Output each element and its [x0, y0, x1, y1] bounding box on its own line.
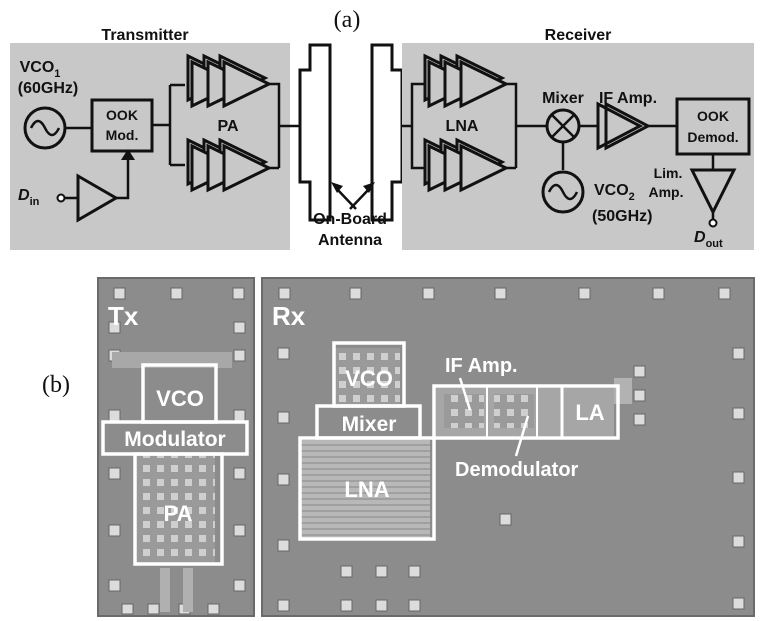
tx-vco-label: VCO1	[20, 59, 61, 80]
limiting-amp-triangle	[689, 168, 737, 216]
arrow-icon	[121, 149, 135, 160]
wire	[116, 151, 130, 200]
rx-vco-freq: (50GHz)	[592, 208, 652, 225]
tx-vco-freq: (60GHz)	[18, 80, 78, 97]
multiply-icon	[551, 114, 575, 138]
din-terminal	[56, 193, 66, 203]
sine-icon	[29, 119, 61, 137]
tx-pads	[108, 287, 246, 615]
panel-a-label: (a)	[334, 7, 361, 33]
rx-demodulator-callout: Demodulator	[455, 459, 579, 481]
callout-leader	[514, 415, 530, 457]
rx-demod-cells	[494, 394, 534, 428]
rx-if-chain-box	[432, 384, 620, 440]
callout-leader	[458, 377, 472, 411]
panel-b-label: (b)	[42, 372, 70, 398]
wire	[402, 82, 425, 170]
tx-pa-text: PA	[164, 501, 193, 526]
ook-mod-label-2: Mod.	[106, 127, 139, 143]
rx-lna-box	[298, 436, 436, 541]
pa-upper-stack	[186, 53, 273, 109]
antenna-label-1: On-Board	[313, 211, 387, 228]
tx-vco-name: VCO	[20, 59, 55, 76]
if-amp-triangle	[596, 101, 644, 151]
dout-terminal	[708, 218, 718, 228]
rx-vco-subscript: 2	[629, 191, 635, 203]
rx-vco-text: VCO	[345, 366, 393, 391]
wire	[506, 82, 546, 170]
rx-lna-text: LNA	[344, 477, 389, 502]
tx-trace	[183, 568, 193, 612]
rx-vco-name: VCO	[594, 182, 629, 199]
tx-pa-box	[133, 452, 224, 566]
din-subscript: in	[30, 196, 40, 208]
tx-trace	[160, 568, 170, 612]
tx-vco-subscript: 1	[54, 68, 60, 80]
rx-mixer-text: Mixer	[342, 413, 397, 436]
din-label: Din	[18, 187, 40, 208]
rx-die	[261, 277, 755, 617]
rx-lna-layout	[300, 440, 430, 540]
sine-icon	[547, 183, 579, 201]
din-name: D	[18, 187, 30, 204]
tx-antenna	[298, 43, 332, 222]
lna-label: LNA	[446, 118, 479, 135]
tx-title: Tx	[108, 301, 139, 331]
mixer-label: Mixer	[542, 90, 584, 107]
ook-demod-label-1: OOK	[697, 108, 729, 124]
tx-die	[97, 277, 255, 617]
dout-label: Dout	[694, 229, 723, 250]
receiver-title: Receiver	[545, 27, 612, 44]
lna-lower-stack	[423, 137, 510, 193]
ook-demod-block	[675, 97, 751, 156]
rx-pads	[277, 287, 745, 612]
rx-la-text: LA	[575, 400, 604, 425]
transmitter-title: Transmitter	[101, 27, 188, 44]
lna-upper-stack	[423, 53, 510, 109]
driver-buffer	[76, 173, 119, 223]
antenna-arrow	[349, 187, 371, 210]
ook-demod-label-2: Demod.	[687, 129, 738, 145]
lim-amp-label-2: Amp.	[649, 184, 684, 200]
tx-pa-array	[135, 455, 215, 563]
rx-antenna	[370, 43, 404, 222]
pa-label: PA	[217, 118, 238, 135]
ook-mod-label-1: OOK	[106, 107, 138, 123]
rx-if-amp-callout: IF Amp.	[445, 355, 518, 377]
arrow-icon	[331, 182, 343, 193]
tx-modulator-text: Modulator	[124, 428, 225, 451]
pa-lower-stack	[186, 137, 273, 193]
dout-name: D	[694, 229, 706, 246]
wire	[269, 82, 300, 170]
rx-vco-label: VCO2	[594, 182, 635, 203]
tx-vco-text: VCO	[156, 386, 204, 411]
if-amp-label: IF Amp.	[599, 90, 657, 107]
rx-if-amp-cells	[444, 394, 484, 428]
if-amp-triangle-2	[604, 101, 652, 151]
rx-title: Rx	[272, 301, 306, 331]
rx-vco-layout	[334, 348, 400, 406]
antenna-label-2: Antenna	[318, 232, 382, 249]
lim-amp-label-1: Lim.	[654, 165, 683, 181]
arrow-icon	[363, 182, 375, 193]
dout-subscript: out	[706, 238, 723, 250]
wire	[152, 83, 185, 167]
